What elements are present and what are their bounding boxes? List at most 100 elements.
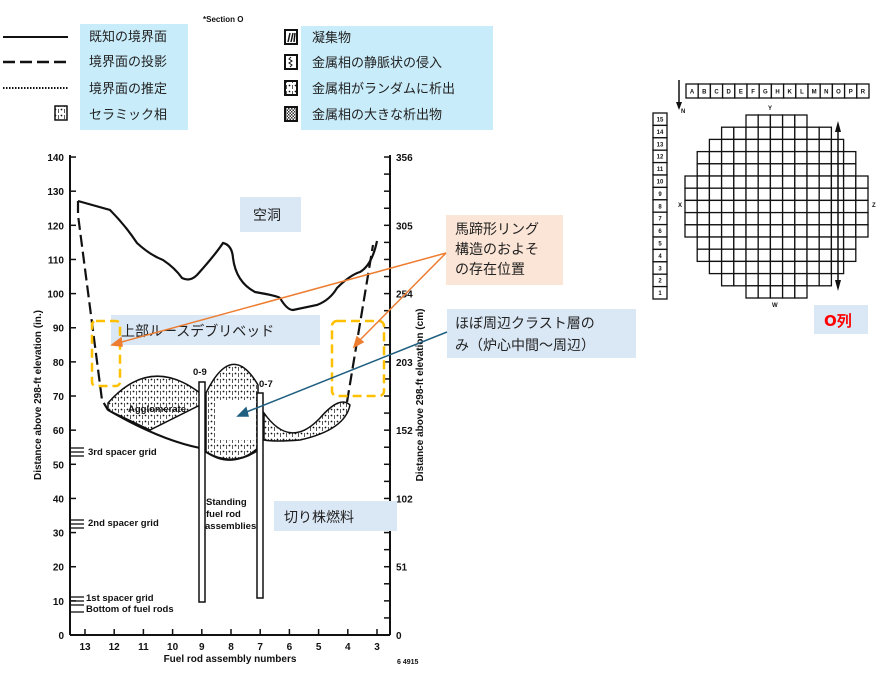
fuel-assembly-cell (806, 138, 820, 153)
fuel-assembly-cell (708, 211, 723, 226)
ring-note-line: 馬蹄形リング (455, 221, 539, 238)
fuel-assembly-cell (745, 224, 759, 238)
fuel-assembly-cell (818, 187, 833, 202)
fuel-assembly-cell (757, 126, 772, 141)
ring-note-line: 構造のおよそ (455, 242, 539, 258)
fuel-assembly-cell (757, 224, 772, 238)
fuel-assembly-cell (769, 163, 784, 177)
left-tick-label: 100 (47, 290, 64, 301)
x-tick-label: 13 (79, 642, 91, 653)
fuel-assembly-cell (696, 211, 711, 226)
fuel-assembly-cell (757, 199, 772, 214)
fuel-assembly-cell (720, 211, 735, 226)
fuel-assembly-cell (745, 163, 759, 177)
fuel-assembly-cell (757, 138, 772, 153)
fuel-assembly-cell (818, 248, 833, 263)
agglomerate-left-region (107, 375, 201, 431)
fuel-assembly-cell (696, 248, 711, 263)
random-metal-pattern-icon (284, 80, 298, 96)
fuel-assembly-cell (745, 114, 759, 128)
figure-number: 6 4915 (397, 659, 419, 666)
column-label: B (702, 90, 707, 96)
right-tick-label: 356 (396, 153, 413, 164)
row-label: 9 (658, 192, 662, 198)
upper-debris-note-box (111, 315, 320, 345)
fuel-assembly-cell (806, 199, 820, 214)
fuel-assembly-cell (733, 236, 747, 250)
row-label: 11 (657, 167, 664, 173)
x-label: X (678, 203, 682, 209)
fuel-assembly-cell (757, 285, 772, 299)
ring-arrow-right (357, 252, 447, 343)
fuel-assembly-cell (794, 187, 808, 202)
column-label: G (763, 90, 768, 96)
fuel-assembly-cell (781, 187, 796, 202)
fuel-assembly-cell (806, 272, 820, 287)
ring-note-box (446, 215, 563, 285)
legend-right-box (301, 26, 493, 130)
fuel-assembly-cell (733, 272, 747, 287)
fuel-assembly-cell (818, 260, 833, 275)
fuel-assembly-cell (757, 114, 772, 128)
fuel-assembly-cell (720, 260, 735, 275)
fuel-assembly-cell (781, 138, 796, 153)
fuel-assembly-cell (769, 199, 784, 214)
row-cell (652, 285, 668, 300)
cavity-note: 空洞 (253, 208, 281, 224)
fuel-assembly-cell (842, 199, 857, 214)
fuel-assembly-cell (842, 175, 857, 189)
fuel-assembly-cell (708, 175, 723, 189)
fuel-assembly-cell (794, 224, 808, 238)
agglomerate-label: Agglomerate (128, 404, 186, 415)
fuel-assembly-cell (708, 199, 723, 214)
fuel-assembly-cell (806, 236, 820, 250)
crust-arrow (243, 331, 448, 414)
rod-label: 0-9 (193, 367, 207, 378)
column-label: F (751, 90, 755, 96)
fuel-assembly-cell (818, 138, 833, 153)
column-label: P (849, 90, 853, 96)
fuel-assembly-cell (720, 138, 735, 153)
column-label: D (727, 90, 732, 96)
fuel-assembly-cell (781, 199, 796, 214)
fuel-assembly-cell (745, 175, 759, 189)
fuel-assembly-cell (794, 199, 808, 214)
row-label: 1 (658, 291, 662, 297)
fuel-assembly-cell (781, 260, 796, 275)
fuel-assembly-cell (769, 224, 784, 238)
fuel-assembly-cell (781, 150, 796, 165)
fuel-assembly-cell (806, 260, 820, 275)
fuel-assembly-cell (684, 187, 698, 202)
fuel-assembly-cell (696, 199, 711, 214)
row-label: 12 (657, 155, 664, 161)
row-label-box (814, 305, 868, 334)
fuel-assembly-cell (818, 272, 833, 287)
fuel-assembly-cell (757, 163, 772, 177)
stub-fuel-note: 切り株燃料 (284, 509, 354, 526)
row-label: 7 (658, 217, 662, 223)
ring-arrow-left (117, 252, 447, 344)
fuel-assembly-cell (733, 150, 747, 165)
fuel-assembly-cell (781, 175, 796, 189)
fuel-assembly-cell (818, 175, 833, 189)
fuel-assembly-cell (781, 211, 796, 226)
fuel-assembly-cell (842, 150, 857, 165)
fuel-assembly-cell (769, 138, 784, 153)
left-tick-label: 0 (58, 631, 64, 642)
fuel-assembly-cell (708, 236, 723, 250)
crust-note-box (447, 309, 636, 358)
fuel-assembly-cell (781, 126, 796, 141)
fuel-assembly-cell (684, 224, 698, 238)
fuel-assembly-cell (818, 163, 833, 177)
fuel-assembly-cell (794, 260, 808, 275)
standing-label: fuel rod (206, 509, 241, 520)
legend-label: 境界面の推定 (89, 82, 167, 97)
fuel-assembly-cell (720, 126, 735, 141)
annotations: 空洞 上部ルースデブリベッド 切り株燃料 馬蹄形リング 構造のおよそ の存在位置… (90, 197, 636, 531)
left-tick-label: 60 (53, 426, 65, 437)
fuel-assembly-cell (781, 224, 796, 238)
rod-label: 0-7 (259, 379, 273, 390)
fuel-assembly-cell (684, 199, 698, 214)
column-label: K (788, 90, 793, 96)
